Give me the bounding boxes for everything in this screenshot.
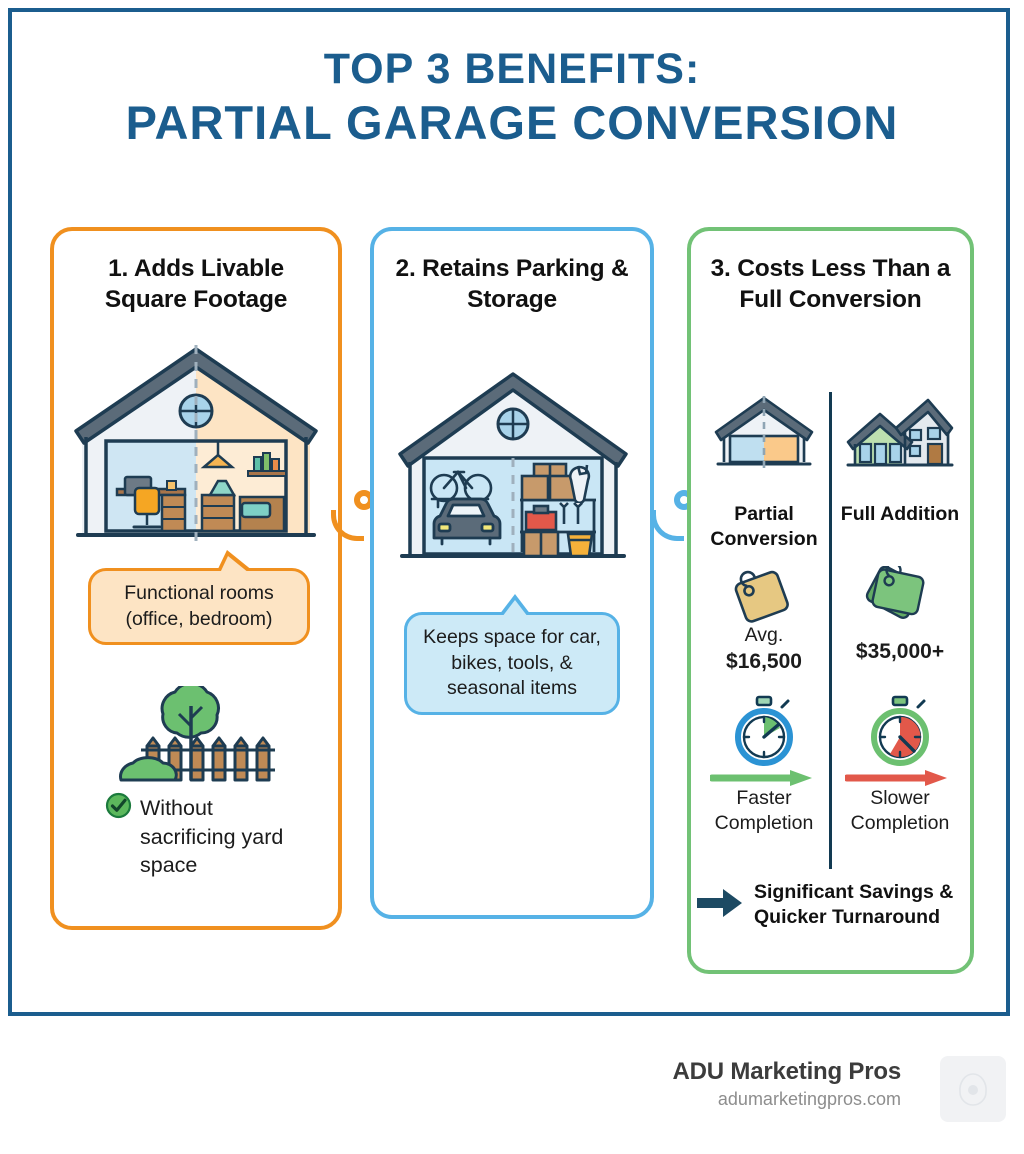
garage-storage-illustration — [398, 372, 628, 585]
tree-and-fence-illustration — [107, 681, 277, 789]
full-addition-icon — [846, 396, 954, 477]
title-line-1: TOP 3 BENEFITS: — [323, 45, 701, 93]
callout-tip-inner — [502, 600, 528, 617]
partial-conversion-icon — [712, 396, 816, 477]
garage-conversion-illustration — [72, 345, 320, 568]
arrow-right-icon-right — [843, 768, 953, 793]
benefit-card-1-callout: Functional rooms (office, bedroom) — [88, 550, 310, 646]
comparison-left-label: Partial Conversion — [710, 503, 818, 550]
benefit-card-3-outcome: Significant Savings & Quicker Turnaround — [697, 880, 967, 931]
benefit-card-2-callout-text: Keeps space for car, bikes, tools, & sea… — [423, 626, 601, 700]
price-value-left: $16,500 — [726, 650, 802, 674]
benefit-card-1-check-item: Without sacrificing yard space — [105, 792, 305, 880]
stopwatch-icon-right — [864, 695, 936, 772]
brand-website: adumarketingpros.com — [717, 1089, 901, 1109]
footer: ADU Marketing Pros adumarketingpros.com — [0, 1040, 1024, 1150]
callout-tip-inner — [220, 556, 249, 573]
arrow-right-icon-left — [708, 768, 818, 793]
comparison-left-speed: Faster Completion — [714, 787, 814, 835]
benefit-card-2-heading: 2. Retains Parking & Storage — [395, 255, 629, 314]
benefit-card-2-callout: Keeps space for car, bikes, tools, & sea… — [404, 594, 620, 716]
brand-block: ADU Marketing Pros adumarketingpros.com — [672, 1058, 902, 1110]
stopwatch-icon-left — [728, 695, 800, 772]
benefit-card-1-callout-text: Functional rooms (office, bedroom) — [124, 582, 274, 630]
benefit-card-3-heading: 3. Costs Less Than a Full Conversion — [710, 255, 951, 314]
connector-tail — [331, 510, 364, 541]
connector-tail — [651, 510, 684, 541]
benefit-card-1-heading: 1. Adds Livable Square Footage — [104, 255, 288, 314]
comparison-right-price: $35,000+ — [825, 638, 975, 665]
logo-placeholder — [940, 1056, 1006, 1122]
bold-arrow-right-icon — [697, 888, 743, 923]
page-title: TOP 3 BENEFITS: PARTIAL GARAGE CONVERSIO… — [0, 46, 1024, 149]
price-tag-icon-left — [728, 566, 800, 633]
comparison-left-price: Avg. $16,500 — [689, 623, 839, 676]
title-line-2: PARTIAL GARAGE CONVERSION — [125, 96, 899, 150]
check-circle-icon — [105, 792, 132, 880]
comparison-right-label: Full Addition — [840, 503, 960, 525]
connector-card1-to-card2 — [331, 488, 381, 541]
comparison-right-speed: Slower Completion — [850, 787, 950, 835]
benefit-card-3-outcome-text: Significant Savings & Quicker Turnaround — [754, 881, 954, 929]
price-tags-icon-right — [858, 562, 948, 633]
benefit-card-1-check-text: Without sacrificing yard space — [140, 796, 284, 878]
brand-name: ADU Marketing Pros — [672, 1058, 902, 1085]
benefit-card-2[interactable]: 2. Retains Parking & Storage — [370, 227, 654, 919]
comparison-divider — [829, 392, 832, 869]
price-value-right: $35,000+ — [855, 640, 945, 663]
price-prefix-left: Avg. — [744, 624, 784, 646]
